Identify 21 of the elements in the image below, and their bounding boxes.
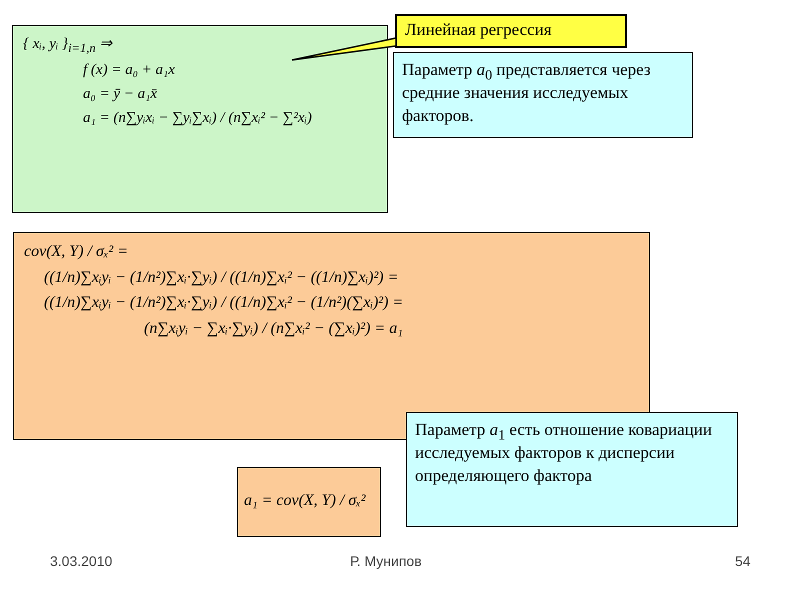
formula: f (x) = a₀ + a₁x xyxy=(82,61,176,80)
note-box xyxy=(406,412,738,527)
formula: ((1/n)∑xᵢyᵢ − (1/n²)∑xᵢ·∑yᵢ) / ((1/n)∑xᵢ² − (1/n²)(∑xᵢ)²) = xyxy=(43,293,404,314)
formula-panel xyxy=(12,25,388,213)
footer-text: Р. Мунипов xyxy=(350,553,422,569)
callout-text: Линейная регрессия xyxy=(405,19,553,41)
note-text: Параметр a$_{1}$ есть отношение ковариации исследуемых факторов к дисперсии определяющего фактора xyxy=(415,419,713,487)
formula: a₀ = ȳ − a₁x̄ xyxy=(82,85,158,104)
note-box xyxy=(393,52,693,138)
formula: { xᵢ, yᵢ }$_{i=1,n}$ ⇒ xyxy=(23,35,114,57)
formula: cov(X, Y) / σₓ² = xyxy=(24,242,130,262)
note-text: Параметр a$_{0}$ представляется через средние значения исследуемых факторов. xyxy=(402,59,652,127)
callout-box xyxy=(395,14,627,48)
formula: ((1/n)∑xᵢyᵢ − (1/n²)∑xᵢ·∑yᵢ) / ((1/n)∑xᵢ² − ((1/n)∑xᵢ)²) = xyxy=(43,268,400,288)
formula: (n∑xᵢyᵢ − ∑xᵢ·∑yᵢ) / (n∑xᵢ² − (∑xᵢ)²) = a₁ xyxy=(143,318,404,339)
page-number: 54 xyxy=(735,553,751,569)
formula: a₁ = cov(X, Y) / σₓ² xyxy=(244,491,367,511)
callout-pointer xyxy=(291,37,397,61)
formula: a₁ = (n∑yᵢxᵢ − ∑yᵢ∑xᵢ) / (n∑xᵢ² − ∑²xᵢ) xyxy=(82,109,313,128)
formula-box xyxy=(237,467,381,537)
footer-text: 3.03.2010 xyxy=(50,553,112,569)
